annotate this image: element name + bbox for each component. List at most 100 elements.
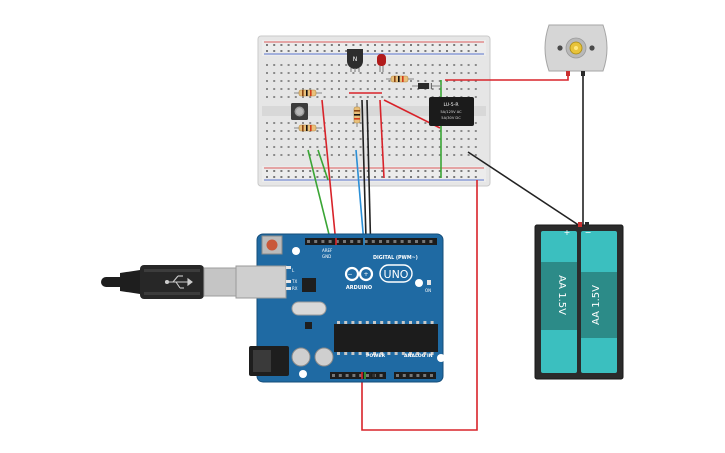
resistor-top-right[interactable]: [386, 75, 414, 83]
breadboard-rail-hole: [402, 50, 405, 52]
wire-red-breadboard-1[interactable]: [321, 99, 337, 245]
breadboard-hole: [453, 64, 456, 66]
breadboard-hole: [410, 80, 412, 82]
chip-pin: [401, 352, 405, 355]
breadboard-rail-hole: [316, 44, 319, 46]
chip-pin: [380, 352, 384, 355]
digital-pin: [422, 240, 426, 243]
chip-pin: [365, 321, 369, 324]
breadboard-rail-hole: [395, 50, 398, 52]
breadboard-hole: [266, 88, 268, 90]
breadboard-hole: [345, 138, 348, 140]
breadboard-hole: [424, 80, 427, 82]
breadboard-hole: [330, 146, 333, 148]
breadboard-hole: [431, 64, 434, 66]
breadboard-hole: [366, 96, 369, 98]
usb-cable[interactable]: [101, 265, 239, 299]
led-red[interactable]: [377, 54, 386, 72]
breadboard-hole: [302, 64, 304, 66]
arduino-atmega-chip: [334, 324, 438, 352]
breadboard-hole: [287, 88, 290, 90]
breadboard-hole: [266, 146, 268, 148]
digital-header-pins[interactable]: [307, 240, 433, 243]
breadboard-hole: [446, 88, 448, 90]
breadboard-hole: [323, 138, 326, 140]
digital-pin: [328, 240, 332, 243]
breadboard-hole: [273, 146, 276, 148]
breadboard-hole: [467, 130, 470, 132]
breadboard-hole: [374, 96, 376, 98]
breadboard-hole: [338, 96, 340, 98]
breadboard-hole: [294, 146, 297, 148]
breadboard-hole: [395, 138, 398, 140]
breadboard-hole: [330, 96, 333, 98]
breadboard-hole: [453, 130, 456, 132]
arduino-uno-badge: [379, 264, 413, 283]
breadboard-rail-hole: [302, 50, 304, 52]
wire-green-2[interactable]: [317, 149, 329, 181]
breadboard-hole: [294, 88, 297, 90]
breadboard-hole: [410, 154, 412, 156]
battery-cell-1-label: AA 1.5V: [556, 275, 567, 315]
breadboard-rail-hole: [467, 170, 470, 172]
resistor-left-top[interactable]: [294, 89, 322, 97]
breadboard-hole: [381, 72, 384, 74]
breadboard-hole: [446, 130, 448, 132]
arduino-l-label: L: [292, 268, 295, 273]
wire-breadboard-bottom-to-power-red[interactable]: [361, 180, 478, 431]
dc-motor[interactable]: [544, 24, 608, 76]
breadboard-hole: [338, 138, 340, 140]
breadboard-hole: [323, 72, 326, 74]
arduino-uno-board[interactable]: AREF GND L TX RX ON DIGITAL (PWM~) − + A…: [235, 233, 445, 383]
breadboard-hole: [374, 88, 376, 90]
breadboard-rail-hole: [460, 176, 463, 178]
breadboard-rail-hole: [309, 50, 312, 52]
breadboard-hole: [388, 146, 391, 148]
breadboard-rail-hole: [402, 170, 405, 172]
chip-pin: [416, 352, 420, 355]
chip-pin: [337, 352, 340, 355]
breadboard-hole: [352, 122, 355, 124]
breadboard-rail-hole: [446, 176, 448, 178]
chip-pin: [344, 321, 348, 324]
breadboard-rail-hole: [345, 176, 348, 178]
breadboard-rail-hole: [417, 50, 420, 52]
breadboard-hole: [323, 146, 326, 148]
arduino-digital-label: DIGITAL (PWM~): [373, 255, 418, 261]
wire-blue-1[interactable]: [355, 149, 365, 245]
wire-red-breadboard-2[interactable]: [379, 99, 385, 179]
breadboard-hole: [431, 138, 434, 140]
breadboard-hole: [438, 88, 441, 90]
battery-terminal-negative[interactable]: [585, 222, 589, 227]
battery-terminal-positive[interactable]: [578, 222, 582, 227]
breadboard-rail-hole: [266, 170, 268, 172]
breadboard-rail-hole: [467, 176, 470, 178]
arduino-digital-header: [305, 238, 437, 245]
power-pin: [345, 374, 349, 377]
resistor-left-bottom[interactable]: [294, 124, 322, 132]
breadboard-hole: [309, 138, 312, 140]
arduino-reset-button[interactable]: [261, 235, 283, 255]
battery-pack-2xaa[interactable]: AA 1.5V AA 1.5V + −: [534, 222, 624, 380]
breadboard-hole: [474, 64, 477, 66]
wire-breadboard-to-battery-black[interactable]: [467, 151, 581, 227]
breadboard-hole: [402, 154, 405, 156]
breadboard-hole: [280, 96, 283, 98]
chip-pin: [365, 352, 369, 355]
breadboard-hole: [287, 72, 290, 74]
breadboard-hole: [467, 64, 470, 66]
breadboard-hole: [474, 130, 477, 132]
push-button[interactable]: [291, 103, 308, 120]
diode[interactable]: [412, 83, 442, 89]
power-header-pins[interactable]: [332, 374, 433, 377]
breadboard-hole: [345, 80, 348, 82]
breadboard-hole: [302, 72, 304, 74]
relay[interactable]: LU-5-R 5A/125V AC 5A/30V DC: [429, 97, 474, 126]
breadboard-hole: [474, 146, 477, 148]
breadboard-rail-hole: [446, 44, 448, 46]
breadboard-hole: [309, 72, 312, 74]
breadboard-hole: [287, 122, 290, 124]
resistor-vertical[interactable]: [353, 103, 361, 127]
transistor[interactable]: N: [347, 49, 363, 72]
breadboard-hole: [374, 130, 376, 132]
